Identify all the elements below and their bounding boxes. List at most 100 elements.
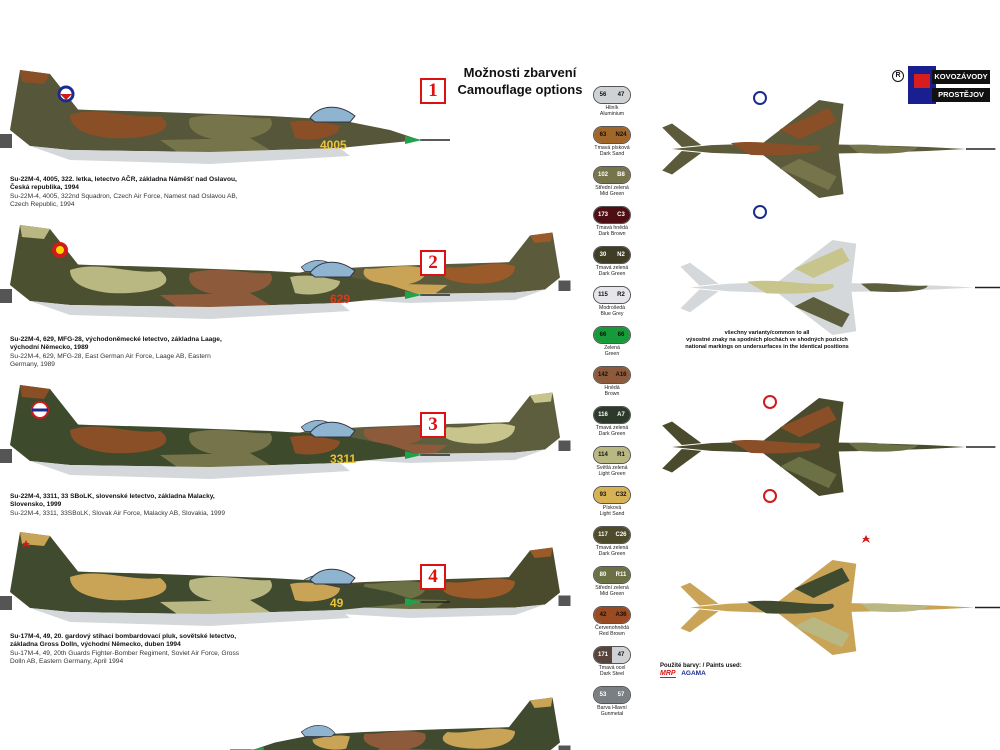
paint-name-cz: Světlá zelená: [596, 465, 628, 471]
paint-name-cz: Tmavá zelená: [595, 545, 629, 551]
brand-logo-mrp: MRP: [660, 670, 676, 678]
option-1-code: 4005: [320, 138, 347, 152]
paint-code-b: A7: [612, 407, 630, 423]
paint-code-b: 57: [612, 687, 630, 703]
paint-code-b: A36: [612, 607, 630, 623]
paint-code-a: 56: [594, 87, 612, 103]
paint-code-a: 93: [594, 487, 612, 503]
paint-name-en: Dark Brown: [598, 231, 626, 238]
paint-code-b: R2: [612, 287, 630, 303]
paint-name-cz: Tmavá ocel: [598, 665, 626, 671]
paint-name-cz: Tmavá hnědá: [596, 225, 628, 231]
paint-name-en: Light Green: [598, 471, 626, 478]
brand-logo-agama: AGAMA: [681, 670, 706, 677]
option-1-caption: Su-22M-4, 4005, 322. letka, letectvo AČR…: [10, 176, 240, 209]
paint-name-en: Dark Green: [598, 431, 626, 438]
paint-code-b: A16: [612, 367, 630, 383]
paint-code-a: 53: [594, 687, 612, 703]
paint-name-cz: Modrošedá: [599, 305, 625, 311]
paint-code-a: 63: [594, 127, 612, 143]
option-3-caption-en: Su-22M-4, 3311, 33SBoLK, Slovak Air Forc…: [10, 509, 226, 517]
paint-name-cz: Tmavá zelená: [595, 425, 629, 431]
k-emblem-icon: [908, 66, 936, 104]
paint-name-cz: Zelená: [604, 345, 620, 351]
paint-name-cz: Hnědá: [604, 385, 620, 391]
paint-name-cz: Střední zelená: [595, 585, 629, 591]
option-2-caption: Su-22M-4, 629, MFG-28, východoněmecké le…: [10, 336, 240, 369]
option-2-number: 2: [420, 250, 446, 276]
paint-code-b: R1: [612, 447, 630, 463]
title-en: Camouflage options: [457, 82, 583, 97]
paint-name-cz: Tmavá zelená: [595, 265, 629, 271]
paint-name-en: Blue Grey: [600, 311, 624, 318]
paint-code-b: R11: [612, 567, 630, 583]
option-2-code: 629: [330, 292, 351, 306]
paint-code-b: 47: [612, 647, 630, 663]
paint-code-a: 42: [594, 607, 612, 623]
paint-name-cz: Červenohnědá: [594, 625, 630, 631]
paint-name-en: Mid Green: [599, 191, 625, 198]
option-4-number: 4: [420, 564, 446, 590]
paint-name-en: Aluminium: [599, 111, 625, 118]
paint-name-en: Dark Green: [598, 551, 626, 558]
paint-code-b: C32: [612, 487, 630, 503]
paint-name-cz: Střední zelená: [595, 185, 629, 191]
paint-code-a: 114: [594, 447, 612, 463]
logo-line-1: KOVOZÁVODY: [932, 70, 990, 84]
paint-code-a: 115: [594, 287, 612, 303]
option-1-number: 1: [420, 78, 446, 104]
common-markings-note: všechny varianty/common to all výsostné …: [652, 330, 882, 351]
option-1-caption-en: Su-22M-4, 4005, 322nd Squadron, Czech Ai…: [10, 192, 238, 208]
paint-name-en: Red Brown: [599, 631, 625, 638]
option-4-caption: Su-17M-4, 49, 20. gardový stíhací bombar…: [10, 633, 240, 666]
paint-code-a: 116: [594, 407, 612, 423]
paint-code-b: N2: [612, 247, 630, 263]
option-3-caption: Su-22M-4, 3311, 33 SBoLK, slovenské lete…: [10, 493, 240, 518]
paint-name-cz: Barva Hlavní: [597, 705, 627, 711]
paint-name-en: Gunmetal: [600, 711, 624, 718]
option-3-number: 3: [420, 412, 446, 438]
option-3-caption-cz: Su-22M-4, 3311, 33 SBoLK, slovenské lete…: [10, 493, 215, 509]
paint-name-en: Green: [604, 351, 620, 358]
common-note-line1: všechny varianty/common to all: [724, 330, 810, 336]
common-note-line3: national markings on undersurfaces in th…: [685, 344, 849, 350]
common-note-line2: výsostné znaky na spodních plochách ve s…: [686, 337, 848, 343]
paints-used-label: Použité barvy: / Paints used:: [660, 663, 742, 669]
paint-code-b: C3: [612, 207, 630, 223]
paint-code-a: 66: [594, 327, 612, 343]
